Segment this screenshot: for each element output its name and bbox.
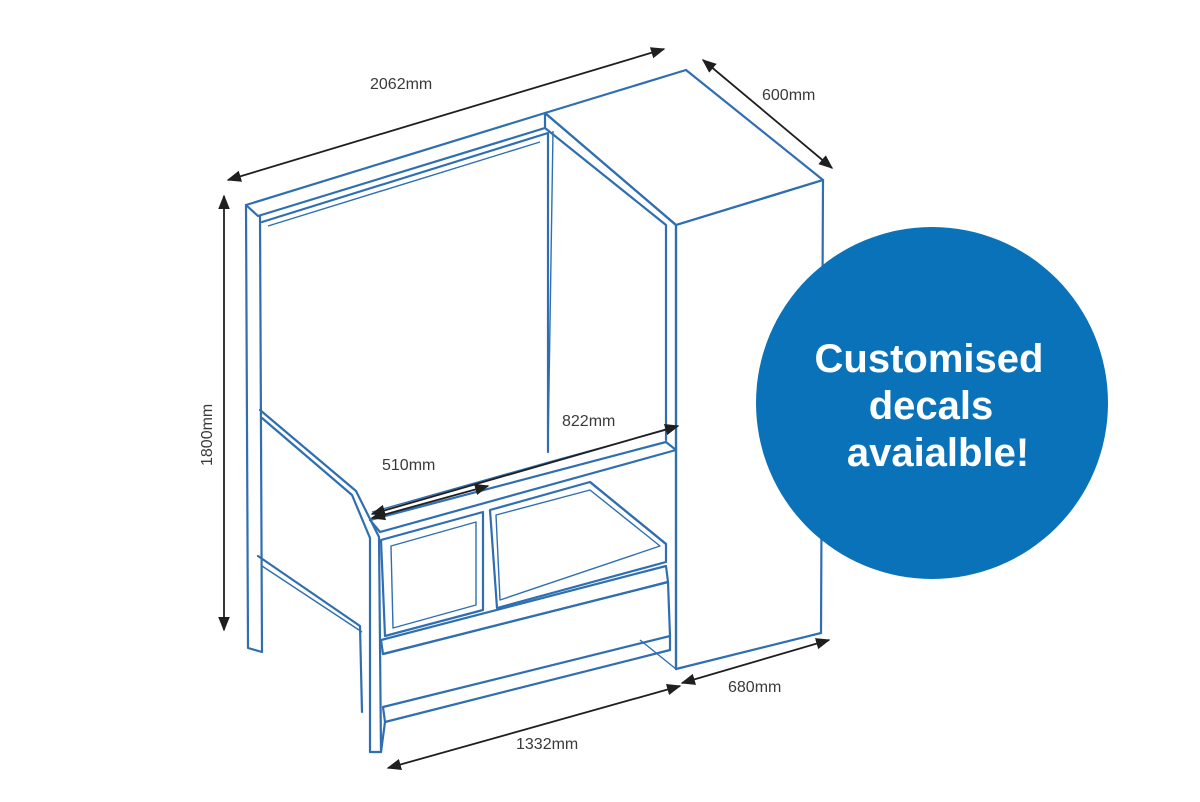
dim-line-510: [370, 483, 490, 521]
side-arm: [258, 408, 383, 754]
base-rail-upper: [379, 564, 670, 656]
dim-line-680: [680, 638, 831, 685]
label-overall-width: 2062mm: [370, 76, 432, 93]
badge-circle: [756, 227, 1108, 579]
seat-cushion-left: [379, 510, 485, 638]
label-base-width: 1332mm: [516, 736, 578, 753]
booth-left-frame: [244, 203, 264, 654]
booth-top-rail: [244, 111, 547, 218]
dim-line-2062: [226, 47, 666, 182]
booth-shell: [244, 111, 668, 754]
dimension-labels: 2062mm 600mm 1800mm 822mm 510mm 1332mm 6…: [199, 76, 815, 753]
seat: [368, 429, 678, 754]
seat-front-rail: [368, 440, 678, 534]
back-panel: [260, 131, 550, 454]
badge-line-3: avaialble!: [847, 431, 1029, 475]
dimension-lines: [218, 47, 834, 771]
label-depth-top: 600mm: [762, 87, 815, 104]
side-arm-outer: [260, 416, 372, 754]
base-rail-mid: [381, 580, 672, 656]
back-panel-inner: [267, 141, 541, 227]
right-post-inner: [547, 130, 554, 453]
dim-line-1332: [386, 683, 682, 771]
seat-shelf: [588, 480, 668, 546]
label-height: 1800mm: [199, 404, 216, 466]
base-leg: [368, 720, 387, 754]
seat-cushion-left-inner: [390, 521, 477, 629]
badge-line-1: Customised: [815, 337, 1044, 381]
label-seat-depth: 510mm: [382, 457, 435, 474]
side-lower-inner: [261, 565, 363, 633]
seat-cushion-right-inner: [495, 489, 661, 601]
dim-line-600: [701, 59, 834, 169]
label-cabinet-depth: 680mm: [728, 679, 781, 696]
side-lower: [256, 554, 364, 714]
base-rail-lower: [381, 634, 672, 724]
badge-line-2: decals: [869, 384, 994, 428]
label-inner-width: 822mm: [562, 413, 615, 430]
right-post: [543, 126, 668, 442]
cabinet-foot: [639, 639, 677, 670]
customised-decals-badge: Customised decals avaialble!: [756, 227, 1108, 579]
